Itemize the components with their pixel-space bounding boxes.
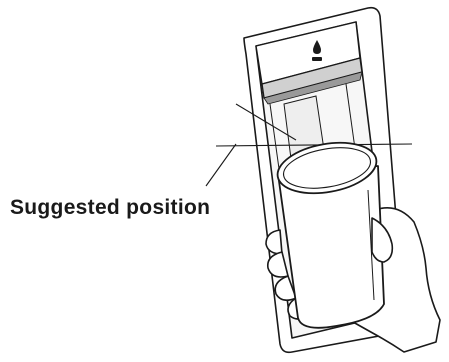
- leader-line-diagonal: [206, 144, 236, 186]
- suggested-position-caption: Suggested position: [10, 196, 210, 220]
